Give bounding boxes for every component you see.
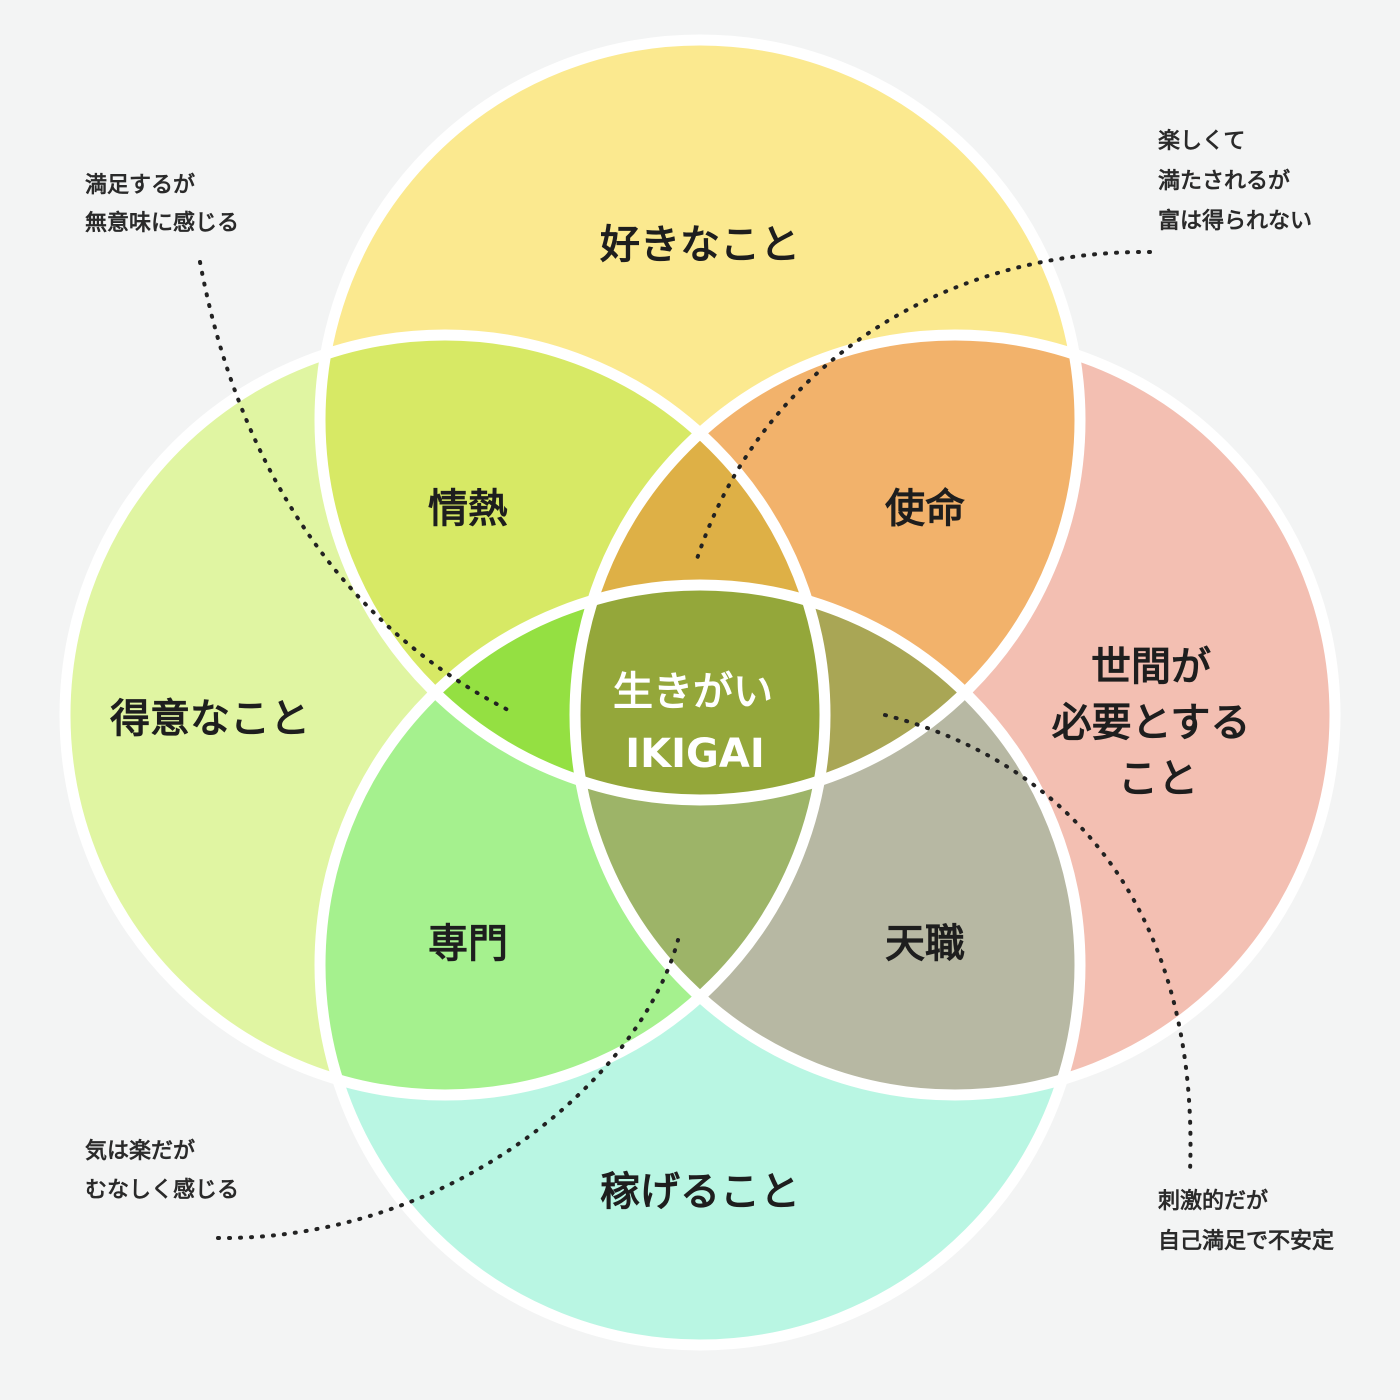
- note-top-right: 楽しくて 満たされるが 富は得られない: [1158, 128, 1312, 234]
- leader-bottom-left: [216, 938, 680, 1241]
- leader-top-right: [693, 249, 1152, 567]
- label-world-needs: 世間が 必要とする こと: [1052, 644, 1265, 802]
- outline-paid-for: [314, 579, 1086, 1351]
- note-bottom-left-line1: 気は楽だが: [85, 1138, 195, 1164]
- label-paid-for: 稼げること: [600, 1169, 800, 1215]
- outline-good-at: [59, 329, 831, 1101]
- label-profession: 専門: [428, 921, 508, 967]
- label-ikigai-en: IKIGAI: [625, 731, 764, 777]
- note-bottom-right: 刺激的だが 自己満足で不安定: [1158, 1188, 1334, 1254]
- leader-bottom-right: [883, 713, 1193, 1174]
- note-bottom-right-line1: 刺激的だが: [1158, 1188, 1268, 1214]
- outline-love: [314, 34, 1086, 806]
- label-world-needs-line2: 必要とする: [1052, 700, 1251, 746]
- note-top-left-line1: 満足するが: [85, 172, 195, 198]
- note-bottom-left-line2: むなしく感じる: [85, 1177, 239, 1203]
- note-bottom-left: 気は楽だが むなしく感じる: [85, 1138, 239, 1203]
- note-top-right-line2: 満たされるが: [1158, 168, 1290, 194]
- outline-world-needs: [569, 329, 1341, 1101]
- note-top-right-line1: 楽しくて: [1158, 128, 1245, 154]
- label-good-at: 得意なこと: [110, 696, 310, 742]
- note-top-right-line3: 富は得られない: [1158, 208, 1312, 234]
- label-world-needs-line3: こと: [1118, 756, 1198, 802]
- region-bottom-left-right: [575, 585, 825, 1095]
- label-love: 好きなこと: [599, 222, 800, 268]
- note-top-left: 満足するが 無意味に感じる: [85, 172, 239, 236]
- label-mission: 使命: [885, 486, 965, 532]
- region-top-left-right: [575, 335, 825, 800]
- leader-top-left: [198, 260, 514, 714]
- label-vocation: 天職: [885, 921, 965, 967]
- note-top-left-line2: 無意味に感じる: [85, 210, 239, 236]
- label-ikigai-jp: 生きがい: [613, 669, 773, 715]
- label-world-needs-line1: 世間が: [1091, 644, 1211, 690]
- label-passion: 情熱: [428, 486, 508, 532]
- note-bottom-right-line2: 自己満足で不安定: [1158, 1228, 1334, 1254]
